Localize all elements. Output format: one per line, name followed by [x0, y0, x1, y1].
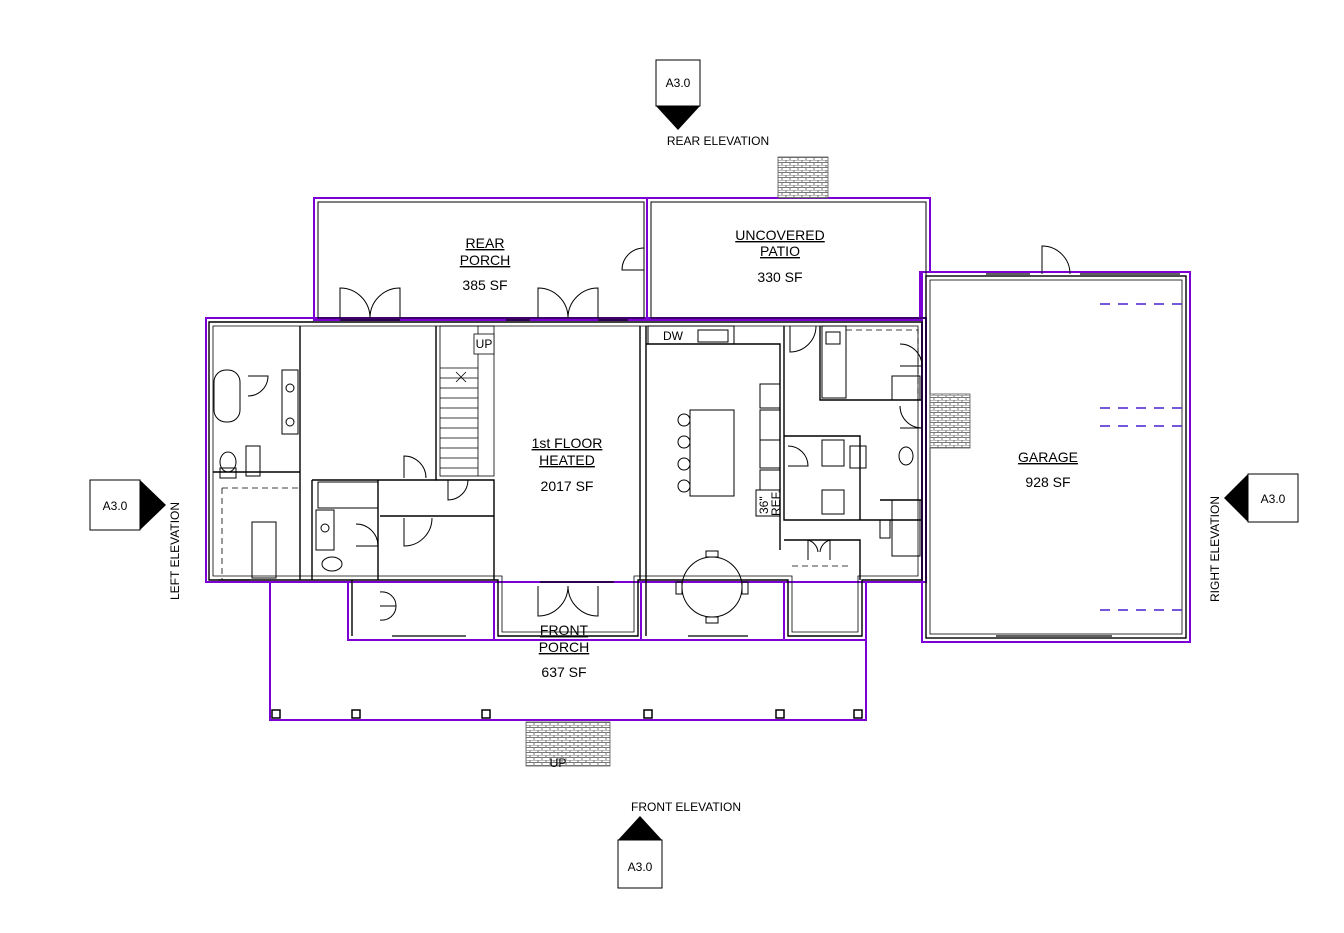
front-steps-up-label: UP — [550, 756, 567, 770]
front-elevation-marker: A3.0 FRONT ELEVATION — [617, 800, 741, 889]
kitchen-island — [689, 409, 735, 497]
walls — [208, 201, 1187, 639]
fridge-label: REF. — [769, 490, 783, 516]
dishwasher-label: DW — [663, 329, 684, 343]
left-elevation-label: LEFT ELEVATION — [168, 502, 182, 600]
heated-sf: 2017 SF — [541, 478, 594, 494]
right-elevation-label: RIGHT ELEVATION — [1208, 496, 1222, 602]
rear-porch-title-1: REAR — [466, 235, 505, 251]
bench — [821, 325, 847, 399]
washer — [821, 439, 845, 467]
refrigerator — [755, 489, 781, 517]
heated-title-1: 1st FLOOR — [532, 435, 603, 451]
front-porch-title-1: FRONT — [540, 622, 589, 638]
garage-steps — [929, 393, 971, 449]
garage-title: GARAGE — [1018, 449, 1078, 465]
fixture-labels: UP DW 36" REF. UP — [473, 329, 783, 770]
windows — [218, 273, 1180, 637]
fixtures — [213, 325, 921, 579]
stair-up-label: UP — [476, 337, 493, 351]
doors — [247, 245, 1071, 621]
toilet-1 — [219, 451, 237, 473]
garage-doors — [1100, 303, 1186, 611]
patio-title-2: PATIO — [760, 243, 800, 259]
toilet-3 — [898, 446, 914, 466]
dryer — [821, 489, 845, 515]
rear-porch-title-2: PORCH — [460, 252, 511, 268]
area-outlines — [205, 197, 1191, 721]
range — [759, 439, 781, 469]
rear-porch-sf: 385 SF — [462, 277, 507, 293]
shower — [317, 481, 379, 509]
right-elevation-tag: A3.0 — [1261, 492, 1286, 506]
front-porch-title-2: PORCH — [539, 639, 590, 655]
brick-steps — [525, 156, 971, 767]
garage-sf: 928 SF — [1025, 474, 1070, 490]
front-elevation-label: FRONT ELEVATION — [631, 800, 741, 814]
dashed-lines — [221, 329, 919, 580]
toilet-2 — [321, 556, 343, 572]
left-elevation-marker: A3.0 LEFT ELEVATION — [89, 479, 182, 600]
front-elevation-tag: A3.0 — [628, 860, 653, 874]
porch-columns — [271, 709, 863, 719]
uncovered-patio-outline — [646, 197, 931, 321]
front-steps — [525, 721, 611, 767]
tub — [213, 369, 241, 423]
rear-elevation-label: REAR ELEVATION — [667, 134, 769, 148]
rear-elevation-marker: A3.0 REAR ELEVATION — [655, 59, 769, 148]
stairs — [439, 325, 495, 477]
right-elevation-marker: A3.0 RIGHT ELEVATION — [1208, 473, 1299, 602]
fridge-size-label: 36" — [757, 496, 771, 514]
rear-elevation-tag: A3.0 — [666, 76, 691, 90]
patio-sf: 330 SF — [757, 269, 802, 285]
vanity-1 — [281, 369, 299, 435]
dining-table — [681, 556, 743, 618]
patio-title-1: UNCOVERED — [735, 227, 824, 243]
heated-title-2: HEATED — [539, 452, 595, 468]
left-elevation-tag: A3.0 — [103, 499, 128, 513]
front-porch-sf: 637 SF — [541, 664, 586, 680]
rear-steps — [777, 156, 829, 199]
area-labels: REAR PORCH 385 SF UNCOVERED PATIO 330 SF… — [460, 227, 1078, 680]
front-porch-outline — [269, 581, 867, 721]
kitchen — [647, 325, 781, 624]
